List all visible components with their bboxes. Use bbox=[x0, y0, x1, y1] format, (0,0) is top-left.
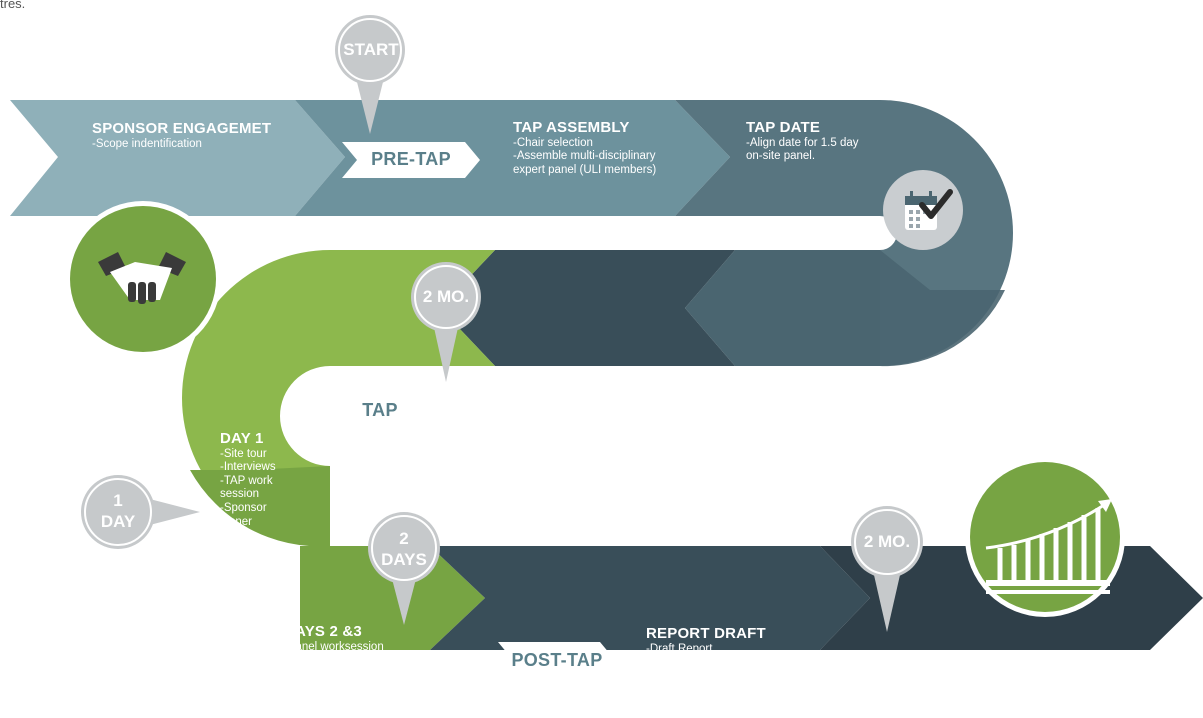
step-tap-date: TAP DATE -Align date for 1.5 day on-site… bbox=[746, 119, 859, 164]
step-line: -Provide relevant site and bbox=[747, 385, 878, 398]
step-tap-assembly: TAP ASSEMBLY -Chair selection -Assemble … bbox=[513, 119, 656, 177]
pin-2days-number: 2 bbox=[399, 529, 409, 548]
band-tap-assembly bbox=[295, 100, 730, 216]
curve-right-lower bbox=[880, 250, 1005, 367]
map-pin-icon bbox=[368, 512, 440, 625]
step-sponsor-engagement: SPONSOR ENGAGEMET -Scope indentification bbox=[92, 120, 271, 151]
step-line: -Scope indentification bbox=[92, 137, 202, 150]
step-line: dinner bbox=[220, 515, 252, 528]
step-title: REPORT DRAFT bbox=[646, 625, 766, 642]
growth-chart-icon bbox=[965, 457, 1125, 617]
step-line: -Panel recommendations bbox=[284, 667, 412, 680]
pin-1day-unit: DAY bbox=[100, 512, 136, 532]
map-pin-icon bbox=[411, 262, 481, 382]
band-report-draft bbox=[430, 546, 870, 650]
step-line: -Panel presentation to sponsor bbox=[284, 654, 441, 667]
pin-2days-label: 2 DAYS bbox=[369, 528, 439, 571]
step-line: -Sponsor Review bbox=[646, 669, 734, 682]
map-pin-icon bbox=[851, 506, 923, 632]
step-line: -Secure private meeting space bbox=[504, 385, 660, 398]
phase-post-tap: POST-TAP bbox=[511, 650, 603, 670]
map-pin-icon bbox=[335, 15, 405, 134]
step-line: -Site tour bbox=[220, 447, 267, 460]
band-tap-date bbox=[675, 100, 880, 216]
step-line: related documents for the TAP bbox=[747, 399, 902, 412]
band-venue bbox=[440, 250, 735, 366]
step-report-draft: REPORT DRAFT -Draft Report -Panel Input/… bbox=[646, 625, 770, 683]
step-title: BRIEFING BOOK bbox=[747, 368, 871, 385]
pin-2mo-final-label: 2 MO. bbox=[863, 532, 911, 551]
step-title: FINAL REPORT bbox=[899, 656, 1012, 673]
band-sponsor bbox=[10, 100, 345, 216]
step-line: Panel (deadline provided) bbox=[747, 412, 879, 425]
corner-fragment: tres. bbox=[0, 0, 26, 11]
step-line: -Assemble multi-disciplinary bbox=[513, 150, 656, 163]
pin-start-label: START bbox=[343, 40, 399, 59]
pin-2days-unit: DAYS bbox=[381, 550, 427, 570]
step-title: TAP ASSEMBLY bbox=[513, 119, 630, 136]
pin-1day-number: 1 bbox=[113, 491, 123, 510]
step-line: -Align date for 1.5 day bbox=[746, 136, 859, 149]
step-line: coordination. bbox=[504, 426, 570, 439]
step-line: -TAP work bbox=[220, 474, 273, 487]
step-title: SPONSOR ENGAGEMET bbox=[92, 120, 272, 137]
calendar-check-icon bbox=[883, 170, 963, 250]
step-line: for panel, arrange meals / bbox=[504, 399, 636, 412]
step-line: expert panel (ULI members) bbox=[513, 163, 657, 176]
step-line: -Chair selection bbox=[513, 136, 593, 149]
step-line: -Panel worksession bbox=[284, 640, 384, 653]
step-line: on-site panel. bbox=[746, 150, 816, 163]
step-line: -Sponsor bbox=[220, 501, 267, 514]
band-briefing bbox=[685, 250, 880, 366]
tap-arrow bbox=[318, 392, 436, 428]
step-line: session bbox=[220, 488, 259, 501]
step-venue-logistics: VENUE + LOGISTICS -Secure private meetin… bbox=[504, 368, 660, 440]
pre-tap-arrow bbox=[342, 142, 480, 178]
curve-left-lower bbox=[190, 466, 330, 547]
map-pin-icon bbox=[81, 475, 200, 549]
step-briefing-book: BRIEFING BOOK -Provide relevant site and… bbox=[747, 368, 902, 426]
step-title: VENUE + LOGISTICS bbox=[504, 368, 658, 385]
pin-2mo-label: 2 MO. bbox=[422, 287, 470, 306]
step-line: -Interviews bbox=[220, 461, 276, 474]
band-days23-join bbox=[300, 546, 340, 650]
post-tap-arrow bbox=[498, 642, 615, 678]
step-title: DAYS 2 &3 bbox=[284, 623, 362, 640]
step-line: -Panel Input/Refinement bbox=[646, 656, 771, 669]
phase-pre-tap: PRE-TAP bbox=[371, 149, 451, 169]
step-title: TAP DATE bbox=[746, 119, 821, 136]
step-day1: DAY 1 -Site tour -Interviews -TAP work s… bbox=[220, 430, 276, 529]
handshake-icon bbox=[65, 201, 221, 357]
phase-tap: TAP bbox=[362, 400, 398, 420]
step-line: refreshments, dinner bbox=[504, 412, 610, 425]
step-days23: DAYS 2 &3 -Panel worksession -Panel pres… bbox=[284, 623, 441, 681]
step-line: -Printing and distribution bbox=[899, 673, 1024, 686]
step-title: DAY 1 bbox=[220, 430, 264, 447]
pin-1day-label: 1 DAY bbox=[83, 490, 153, 533]
step-line: -Draft Report bbox=[646, 642, 713, 655]
step-final-report: FINAL REPORT -Printing and distribution bbox=[899, 656, 1023, 687]
